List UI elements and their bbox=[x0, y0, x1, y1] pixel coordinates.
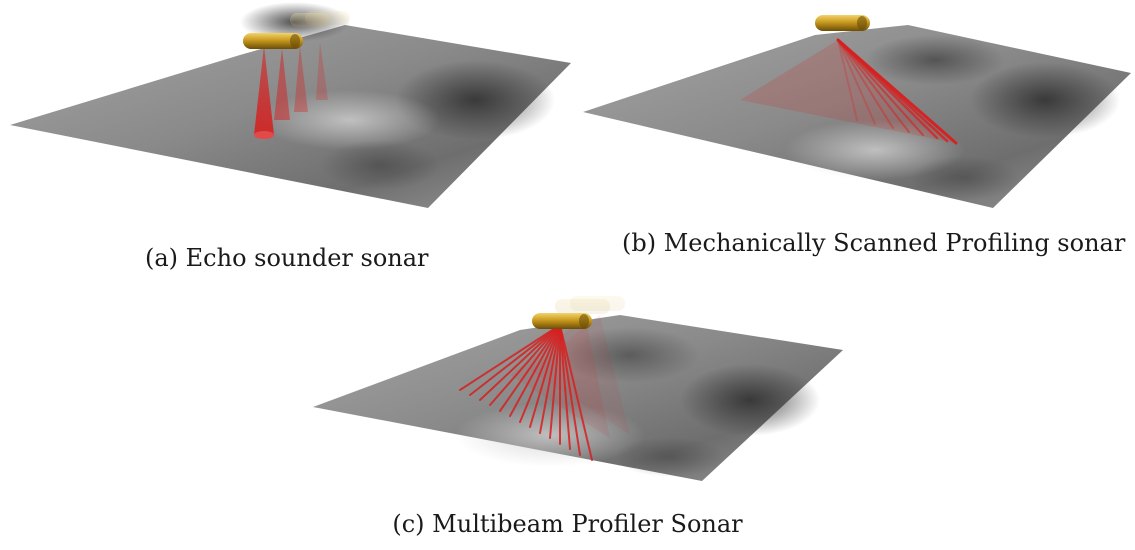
multibeam-fan bbox=[459, 324, 593, 461]
caption-a: (a) Echo sounder sonar bbox=[145, 244, 429, 272]
scan-beam-lines bbox=[836, 38, 958, 145]
panel-echo-sounder bbox=[0, 0, 575, 220]
caption-b: (b) Mechanically Scanned Profiling sonar bbox=[622, 229, 1126, 257]
echo-sounder-diagram bbox=[10, 2, 571, 208]
caption-c: (c) Multibeam Profiler Sonar bbox=[392, 510, 743, 538]
seabed-surface bbox=[10, 2, 571, 208]
multibeam-sonar-diagram bbox=[313, 296, 843, 481]
auv-vehicle-icon bbox=[243, 33, 303, 49]
echo-beam-cone bbox=[254, 46, 274, 135]
ghost-vehicle-trail bbox=[290, 11, 350, 27]
scanning-fan bbox=[740, 38, 958, 145]
profiling-sonar-diagram bbox=[583, 15, 1131, 208]
seabed-surface bbox=[583, 25, 1131, 208]
echo-beam-cones bbox=[254, 42, 328, 139]
auv-vehicle-icon bbox=[815, 15, 870, 31]
panel-multibeam-profiler bbox=[300, 285, 845, 495]
panel-mechanically-scanned-profiling bbox=[575, 0, 1135, 220]
auv-vehicle-icon bbox=[532, 313, 592, 329]
